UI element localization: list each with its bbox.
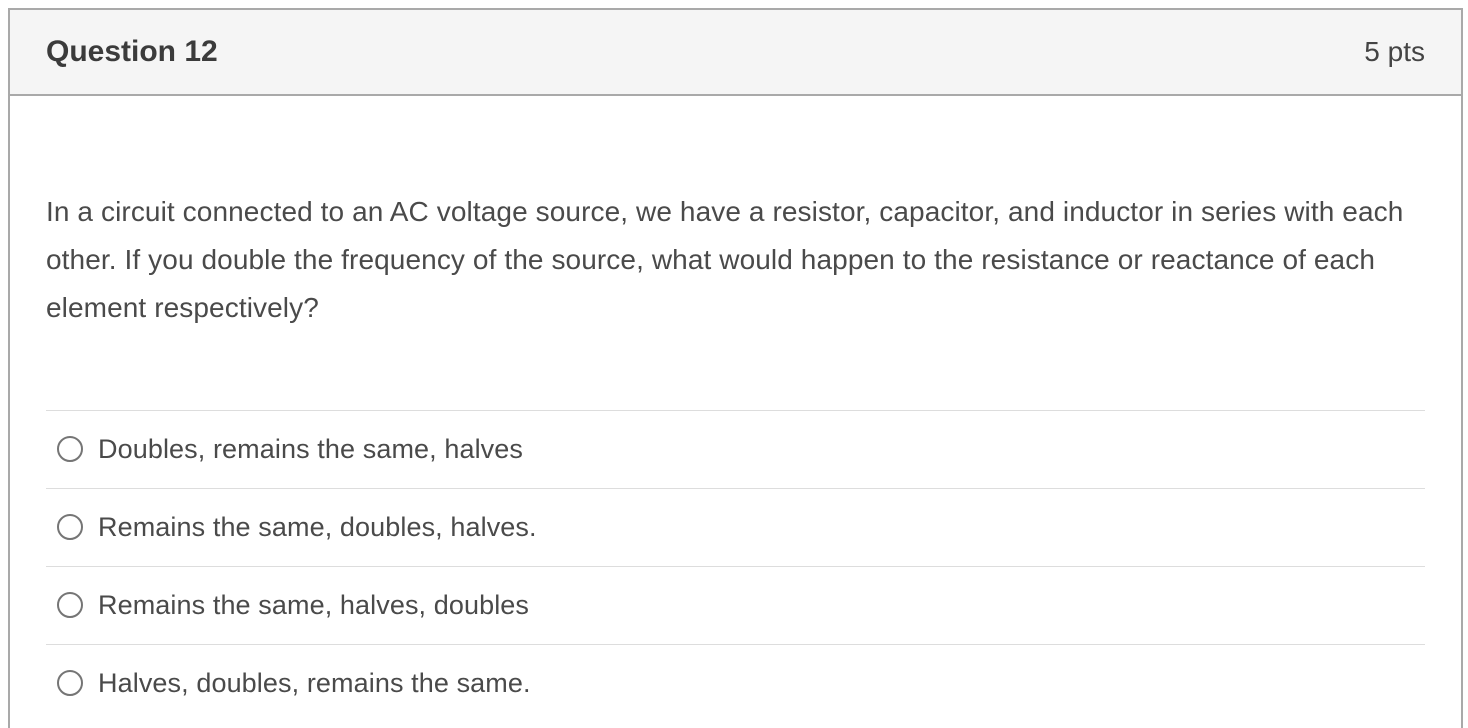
radio-button-icon[interactable]: [57, 436, 83, 462]
question-body: In a circuit connected to an AC voltage …: [10, 188, 1461, 722]
question-points: 5 pts: [1364, 36, 1425, 67]
answer-option-row[interactable]: Remains the same, halves, doubles: [46, 566, 1425, 644]
radio-button-icon[interactable]: [57, 514, 83, 540]
answer-label: Halves, doubles, remains the same.: [98, 668, 531, 698]
question-header: Question 12 5 pts: [10, 10, 1461, 96]
answer-label: Doubles, remains the same, halves: [98, 434, 524, 464]
radio-button-icon[interactable]: [57, 592, 83, 618]
question-card: Question 12 5 pts In a circuit connected…: [8, 8, 1463, 728]
question-title: Question 12: [46, 35, 218, 68]
answer-list: Doubles, remains the same, halves Remain…: [46, 410, 1425, 722]
answer-option-row[interactable]: Doubles, remains the same, halves: [46, 410, 1425, 488]
answer-option-row[interactable]: Halves, doubles, remains the same.: [46, 644, 1425, 722]
question-text: In a circuit connected to an AC voltage …: [46, 196, 1404, 323]
answer-label: Remains the same, doubles, halves.: [98, 512, 537, 542]
radio-button-icon[interactable]: [57, 670, 83, 696]
answer-label: Remains the same, halves, doubles: [98, 590, 530, 620]
answer-option-row[interactable]: Remains the same, doubles, halves.: [46, 488, 1425, 566]
